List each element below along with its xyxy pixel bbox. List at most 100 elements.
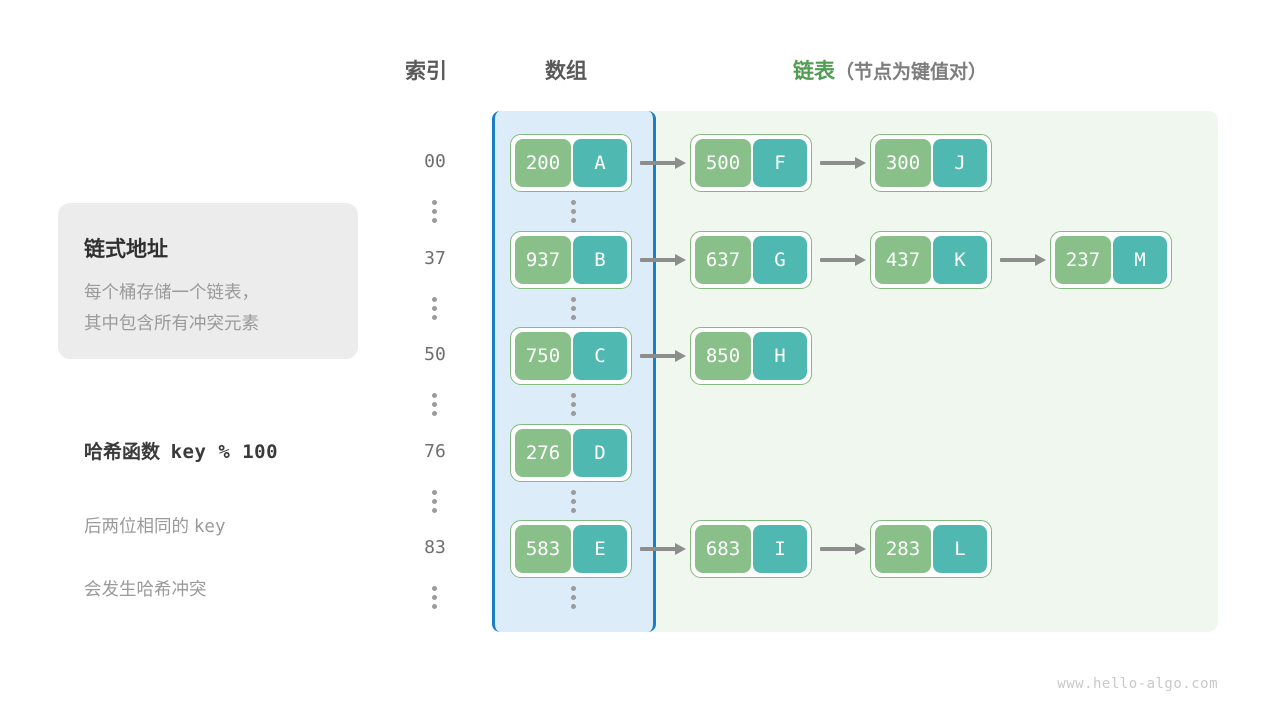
ellipsis-dot — [571, 411, 576, 416]
arrow-head — [855, 253, 866, 266]
hash-description-key-token: key — [193, 517, 226, 537]
ellipsis-dot — [432, 586, 437, 591]
node-key: 200 — [515, 139, 571, 187]
chain-arrow — [640, 157, 686, 169]
arrow-shaft — [640, 257, 676, 262]
ellipsis-dot — [432, 498, 437, 504]
node-key: 300 — [875, 139, 931, 187]
chain-arrow — [640, 350, 686, 362]
ellipsis-dot — [432, 402, 437, 407]
ellipsis-dot — [432, 595, 437, 600]
ellipsis-dot — [571, 604, 576, 609]
index-label: 50 — [424, 344, 446, 365]
ellipsis-dot — [432, 507, 437, 513]
node-value: A — [573, 139, 627, 187]
ellipsis-dot — [571, 586, 576, 591]
array-ellipsis — [571, 489, 577, 513]
node-value: C — [573, 332, 627, 380]
arrow-shaft — [640, 354, 676, 358]
arrow-head — [675, 543, 686, 555]
ellipsis-dot — [432, 209, 437, 214]
ellipsis-dot — [571, 489, 576, 495]
info-card-title: 链式地址 — [84, 238, 168, 261]
ellipsis-dot — [432, 296, 437, 302]
arrow-head — [855, 543, 866, 555]
chain-arrow — [820, 543, 866, 555]
ellipsis-dot — [571, 507, 576, 513]
column-header-array: 数组 — [545, 60, 587, 83]
array-ellipsis — [571, 586, 577, 609]
node-value: L — [933, 525, 987, 573]
node-value: I — [753, 525, 807, 573]
ellipsis-dot — [432, 604, 437, 609]
node-value: D — [573, 428, 627, 477]
ellipsis-dot — [571, 314, 576, 320]
node-value: G — [753, 235, 807, 284]
ellipsis-dot — [432, 393, 437, 398]
ellipsis-dot — [432, 305, 437, 311]
ellipsis-dot — [432, 200, 437, 205]
array-ellipsis — [571, 200, 577, 223]
index-ellipsis — [432, 200, 438, 223]
index-label: 00 — [424, 151, 446, 172]
node-key: 583 — [515, 525, 571, 573]
ellipsis-dot — [571, 305, 576, 311]
node-key: 750 — [515, 332, 571, 380]
info-card-chaining: 链式地址 每个桶存储一个链表， 其中包含所有冲突元素 — [58, 203, 358, 359]
node-value: F — [753, 139, 807, 187]
node-key: 850 — [695, 332, 751, 380]
column-header-linked-list-subtitle: （节点为键值对） — [835, 62, 988, 83]
chain-arrow — [820, 253, 866, 266]
arrow-shaft — [1000, 257, 1036, 262]
ellipsis-dot — [571, 498, 576, 504]
index-label: 83 — [424, 537, 446, 558]
ellipsis-dot — [571, 595, 576, 600]
node-key: 937 — [515, 235, 571, 284]
index-label: 76 — [424, 440, 446, 462]
node-key: 437 — [875, 235, 931, 284]
arrow-shaft — [640, 547, 676, 551]
ellipsis-dot — [432, 489, 437, 495]
node-key: 637 — [695, 235, 751, 284]
ellipsis-dot — [571, 296, 576, 302]
node-key: 237 — [1055, 235, 1111, 284]
watermark: www.hello-algo.com — [1057, 676, 1218, 692]
arrow-shaft — [820, 547, 856, 551]
arrow-shaft — [820, 257, 856, 262]
node-key: 500 — [695, 139, 751, 187]
arrow-head — [675, 253, 686, 266]
column-header-index: 索引 — [405, 60, 447, 83]
column-header-linked-list: 链表（节点为键值对） — [793, 55, 987, 85]
ellipsis-dot — [571, 402, 576, 407]
node-value: J — [933, 139, 987, 187]
arrow-head — [675, 157, 686, 169]
hash-function-description: 后两位相同的 key 会发生哈希冲突 — [84, 480, 278, 605]
node-value: H — [753, 332, 807, 380]
node-value: M — [1113, 235, 1167, 284]
arrow-head — [675, 350, 686, 362]
chain-arrow — [640, 543, 686, 555]
column-header-linked-list-highlight: 链表 — [793, 60, 835, 83]
ellipsis-dot — [432, 218, 437, 223]
node-key: 276 — [515, 428, 571, 477]
arrow-shaft — [640, 161, 676, 165]
info-card-body: 每个桶存储一个链表， 其中包含所有冲突元素 — [84, 282, 259, 333]
node-value: E — [573, 525, 627, 573]
hash-function-label: 哈希函数 — [84, 442, 161, 463]
array-ellipsis — [571, 296, 577, 320]
index-ellipsis — [432, 586, 438, 609]
hash-description-line2: 会发生哈希冲突 — [84, 579, 207, 599]
array-ellipsis — [571, 393, 577, 416]
ellipsis-dot — [571, 200, 576, 205]
chain-arrow — [640, 253, 686, 266]
